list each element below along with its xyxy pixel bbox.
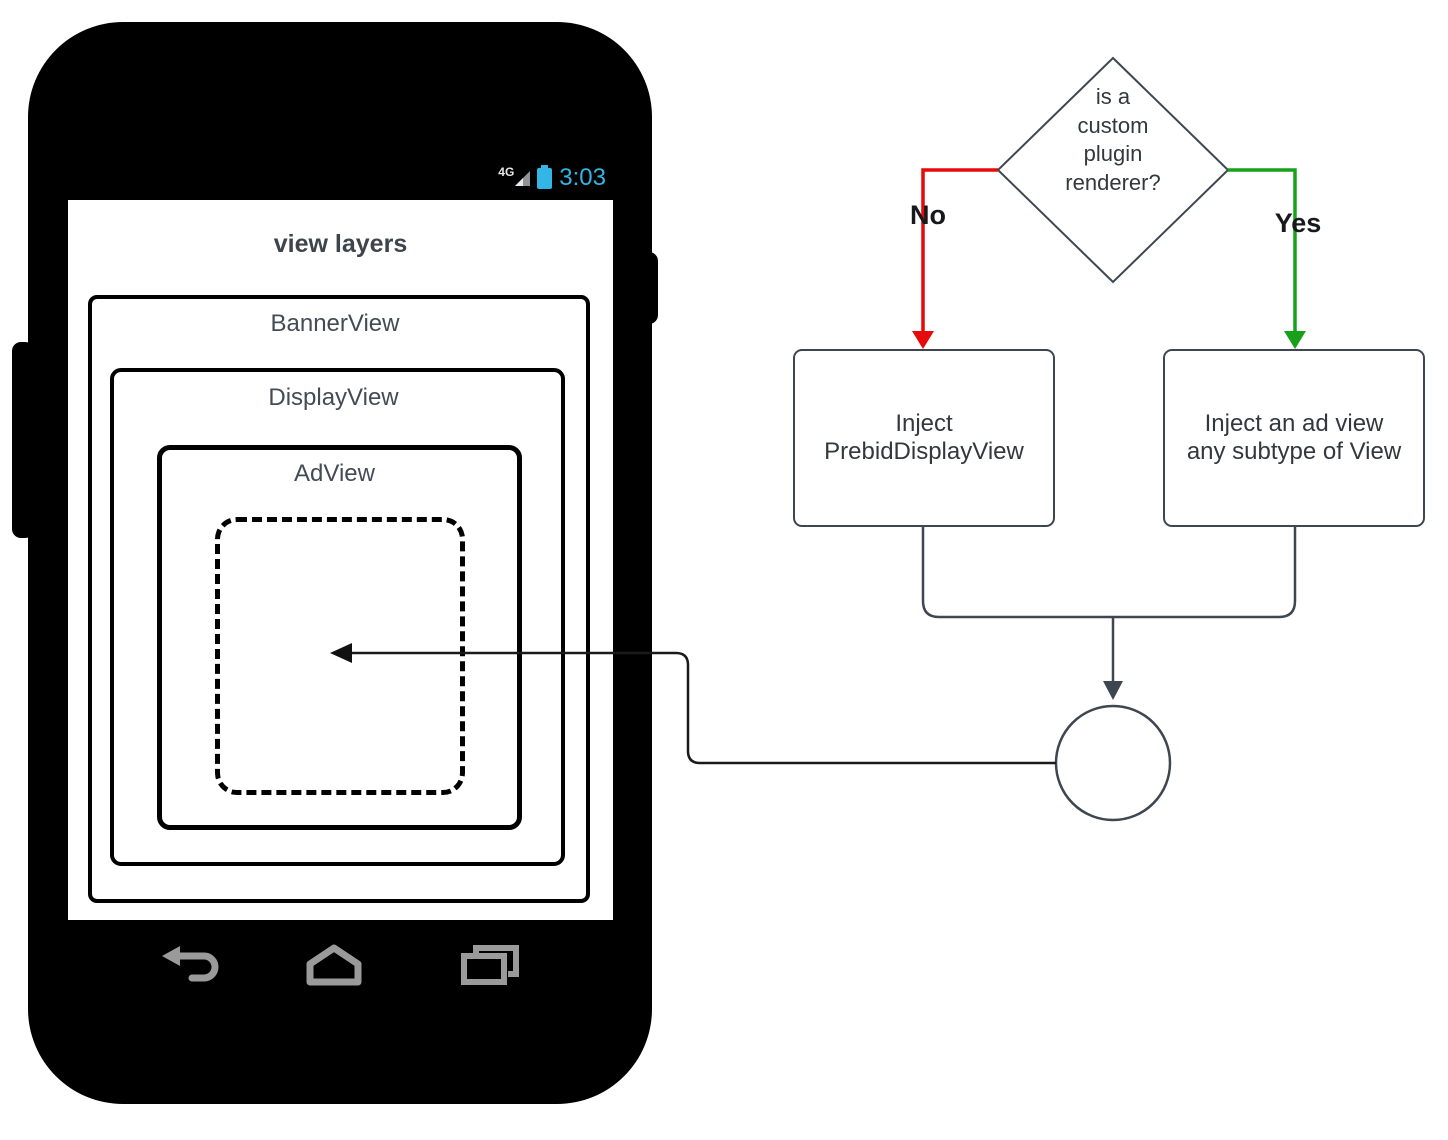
merge-line-right bbox=[1113, 527, 1297, 619]
merge-arrowhead-icon bbox=[1103, 681, 1123, 700]
branch-no-label: No bbox=[910, 200, 946, 230]
network-type-label: 4G bbox=[498, 164, 515, 179]
status-bar: 4G 3:03 bbox=[468, 162, 606, 194]
yes-branch-line bbox=[1228, 168, 1297, 331]
display-view-label: DisplayView bbox=[268, 384, 399, 411]
no-branch-arrowhead-icon bbox=[912, 331, 934, 349]
inject-ad-view-box: Inject an ad view any subtype of View bbox=[1163, 349, 1425, 527]
decision-diamond-label: is a custom plugin renderer? bbox=[1065, 84, 1161, 195]
clock-time: 3:03 bbox=[559, 164, 606, 191]
back-icon bbox=[162, 946, 219, 982]
inject-prebid-display-view-box: Inject PrebidDisplayView bbox=[793, 349, 1055, 527]
ad-view-label: AdView bbox=[294, 460, 375, 487]
banner-view-box bbox=[88, 295, 590, 903]
yes-branch-arrowhead-icon bbox=[1284, 331, 1306, 349]
battery-icon bbox=[537, 164, 553, 189]
ad-view-box bbox=[157, 445, 522, 830]
display-view-box bbox=[110, 368, 565, 866]
inject-prebid-display-view-label: Inject PrebidDisplayView bbox=[824, 410, 1024, 465]
no-branch-line bbox=[921, 168, 998, 331]
branch-yes-label: Yes bbox=[1274, 208, 1322, 238]
signal-strength-icon bbox=[515, 170, 531, 186]
recents-icon bbox=[461, 945, 519, 985]
merge-line-left bbox=[921, 527, 1113, 619]
signal-4g-icon: 4G bbox=[498, 166, 531, 186]
connector-circle bbox=[1054, 704, 1172, 822]
inject-ad-view-label: Inject an ad view any subtype of View bbox=[1186, 410, 1402, 465]
banner-view-label: BannerView bbox=[270, 310, 400, 337]
injected-view-placeholder-box bbox=[215, 517, 465, 795]
screen-title: view layers bbox=[273, 230, 408, 258]
home-icon bbox=[306, 944, 362, 986]
